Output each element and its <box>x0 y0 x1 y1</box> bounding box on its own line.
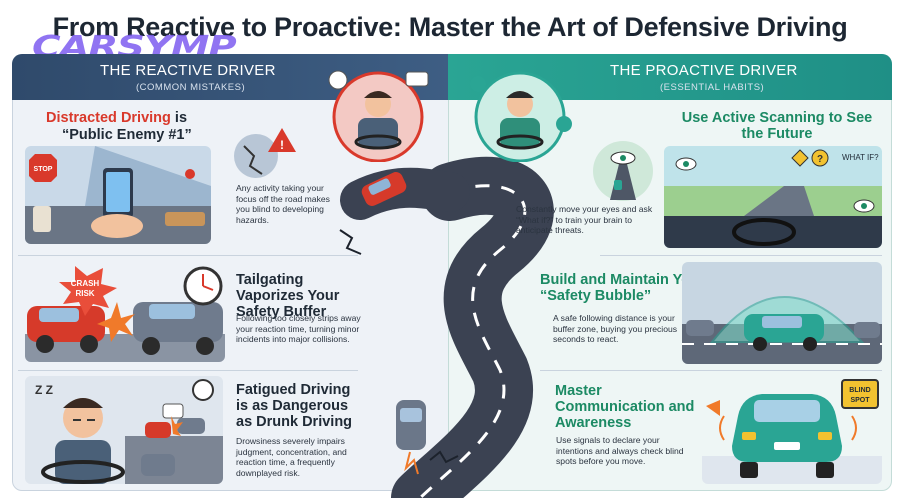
svg-text:BLIND: BLIND <box>849 387 870 394</box>
proactive-subheader: (ESSENTIAL HABITS) <box>660 82 765 93</box>
divider <box>600 255 882 256</box>
distracted-title-line2: “Public Enemy #1” <box>62 127 192 143</box>
reactive-subheader: (COMMON MISTAKES) <box>136 82 246 93</box>
communication-title: Master Communication and Awareness <box>555 383 695 431</box>
safety-bubble-body: A safe following distance is your buffer… <box>553 313 678 344</box>
fatigued-title: Fatigued Driving is as Dangerous as Drun… <box>236 382 353 430</box>
divider <box>18 370 358 371</box>
divider <box>540 370 882 371</box>
calm-driver-illustration <box>470 71 572 162</box>
active-scanning-illustration: ? WHAT IF? <box>664 146 882 248</box>
reactive-header: THE REACTIVE DRIVER <box>100 62 276 79</box>
tailgating-illustration: CRASH RISK <box>25 262 225 362</box>
safety-bubble-illustration <box>682 262 882 364</box>
fatigued-driver-illustration: Z Z <box>25 376 223 484</box>
blind-spot-car-illustration: BLIND SPOT <box>702 376 882 484</box>
red-car-icon <box>361 172 407 206</box>
distracted-title-rest: is <box>170 110 188 126</box>
scanning-title: Use Active Scanning to See the Future <box>681 110 873 142</box>
winding-road-illustration <box>339 156 554 498</box>
safety-bubble-title: Build and Maintain Your “Safety Bubble” <box>540 272 705 304</box>
tailgating-body: Following too closely strips away your r… <box>236 313 361 344</box>
scanning-eye-illustration <box>590 140 656 202</box>
distracted-title: Distracted Driving is <box>46 110 187 126</box>
divider <box>18 255 358 256</box>
tailgating-title: Tailgating Vaporizes Your Safety Buffer <box>236 272 340 320</box>
page-title: From Reactive to Proactive: Master the A… <box>52 12 848 42</box>
what-if-bubble: WHAT IF? <box>842 153 879 162</box>
svg-text:?: ? <box>817 154 823 165</box>
stressed-driver-illustration <box>328 70 429 162</box>
svg-text:CRASH: CRASH <box>71 279 100 288</box>
zz-text: Z Z <box>35 383 53 397</box>
distracted-title-red: Distracted Driving <box>46 110 171 126</box>
gray-car-icon <box>396 400 426 475</box>
svg-text:RISK: RISK <box>75 289 94 298</box>
proactive-header: THE PROACTIVE DRIVER <box>610 62 798 79</box>
distracted-body: Any activity taking your focus off the r… <box>236 183 330 225</box>
cracked-focus-illustration: ! <box>226 124 298 180</box>
communication-body: Use signals to declare your intentions a… <box>556 435 684 466</box>
scanning-body: Constantly move your eyes and ask “What … <box>516 204 653 235</box>
stop-sign-text: STOP <box>34 166 53 173</box>
svg-text:!: ! <box>280 138 284 152</box>
distracted-phone-illustration: STOP <box>25 146 211 244</box>
fatigued-body: Drowsiness severely impairs judgment, co… <box>236 436 347 478</box>
svg-text:SPOT: SPOT <box>850 397 870 404</box>
